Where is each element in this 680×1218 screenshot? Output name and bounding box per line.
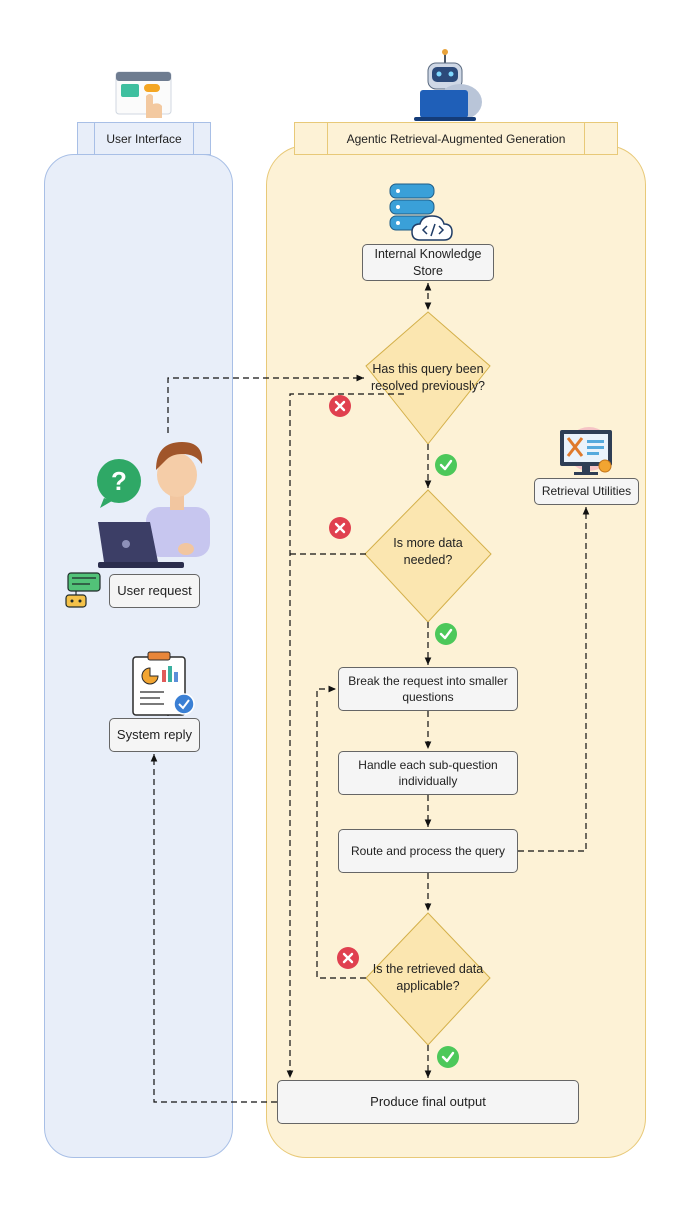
user-interface-lane-header: User Interface <box>77 122 211 155</box>
question-bubble-icon: ? <box>97 459 141 508</box>
decision-more-data-label: Is more data needed? <box>393 535 463 568</box>
handle-sub-question-label: Handle each sub-question individually <box>358 757 498 788</box>
chatbot-icon <box>65 572 101 608</box>
robot-laptop-icon <box>414 49 482 121</box>
check-circle-icon <box>435 623 457 645</box>
internal-knowledge-store-label: Internal Knowledge Store <box>374 246 482 278</box>
retrieval-utilities-box: Retrieval Utilities <box>534 478 639 505</box>
agentic-rag-lane-title: Agentic Retrieval-Augmented Generation <box>346 131 566 146</box>
check-circle-icon <box>435 454 457 476</box>
x-circle-icon <box>337 947 359 969</box>
decision-applicable-label: Is the retrieved data applicable? <box>372 961 484 994</box>
decision-resolved-text: Has this query been resolved previously? <box>368 348 488 408</box>
x-circle-icon <box>329 395 351 417</box>
user-request-label: User request <box>117 583 192 599</box>
ui-interaction-icon <box>115 71 172 118</box>
decision-applicable-text: Is the retrieved data applicable? <box>366 956 490 1000</box>
agentic-rag-lane-header: Agentic Retrieval-Augmented Generation <box>294 122 618 155</box>
user-to-resolved-connector <box>167 374 364 433</box>
handle-sub-question-box: Handle each sub-question individually <box>338 751 518 795</box>
decision-more-data-text: Is more data needed? <box>375 530 481 574</box>
system-reply-box: System reply <box>109 718 200 752</box>
route-to-utilities-connector <box>518 506 590 852</box>
user-interface-lane-title: User Interface <box>106 131 182 146</box>
check-circle-icon <box>437 1046 459 1068</box>
monitor-tools-icon <box>560 427 612 475</box>
output-to-reply-connector <box>150 754 277 1103</box>
break-request-label: Break the request into smaller questions <box>348 673 508 704</box>
person-laptop-icon <box>98 442 210 568</box>
decision-resolved-label: Has this query been resolved previously? <box>371 361 485 394</box>
applicable-no-connector <box>316 685 366 979</box>
user-interface-lane <box>44 154 233 1158</box>
retrieval-utilities-label: Retrieval Utilities <box>541 484 632 499</box>
internal-knowledge-store-box: Internal Knowledge Store <box>362 244 494 281</box>
final-output-label: Produce final output <box>370 1094 486 1110</box>
break-request-box: Break the request into smaller questions <box>338 667 518 711</box>
resolved-no-connector <box>286 393 404 1078</box>
x-circle-icon <box>329 517 351 539</box>
final-output-box: Produce final output <box>277 1080 579 1124</box>
route-process-label: Route and process the query <box>350 843 506 858</box>
route-process-box: Route and process the query <box>338 829 518 873</box>
database-code-icon <box>389 183 453 241</box>
report-clipboard-icon <box>132 651 195 716</box>
user-request-box: User request <box>109 574 200 608</box>
svg-text:?: ? <box>111 466 127 496</box>
system-reply-label: System reply <box>116 727 193 743</box>
